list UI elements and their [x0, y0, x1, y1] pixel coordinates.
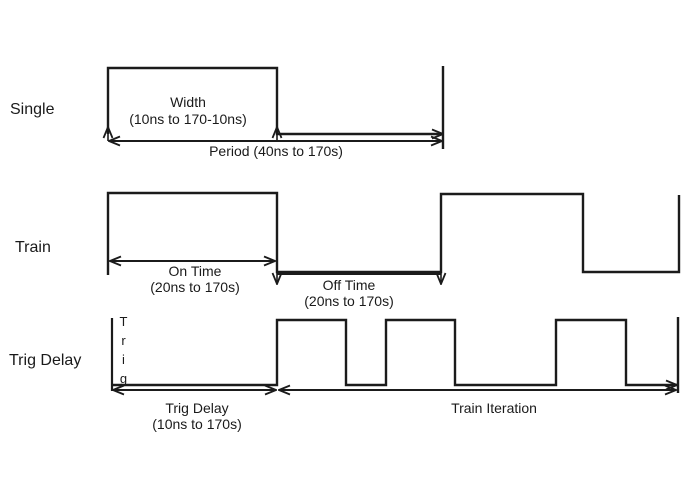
width-annotation: Width (10ns to 170-10ns) — [129, 94, 247, 128]
off-time-annotation-title: Off Time — [322, 277, 376, 293]
on-time-annotation-range: (20ns to 170s) — [150, 279, 240, 295]
off-time-annotation: Off Time (20ns to 170s) — [304, 277, 394, 309]
off-time-annotation-range: (20ns to 170s) — [304, 293, 394, 309]
trig-delay-annotation: Trig Delay (10ns to 170s) — [152, 400, 242, 432]
width-annotation-title: Width — [170, 94, 206, 110]
trig-delay-waveform — [112, 318, 677, 385]
single-pulse-waveform — [106, 66, 443, 134]
trig-delay-annotation-range: (10ns to 170s) — [152, 416, 242, 432]
row-label-single: Single — [10, 101, 55, 118]
train-iteration-annotation: Train Iteration — [451, 400, 537, 416]
row-label-train: Train — [15, 239, 51, 256]
width-annotation-range: (10ns to 170-10ns) — [129, 111, 247, 127]
trig-axis-label: Trig — [116, 314, 131, 390]
period-annotation: Period (40ns to 170s) — [209, 143, 343, 159]
on-time-annotation-title: On Time — [168, 263, 222, 279]
train-waveform — [106, 191, 681, 275]
on-time-annotation: On Time (20ns to 170s) — [150, 263, 240, 295]
row-label-trig-delay: Trig Delay — [9, 352, 82, 369]
trig-delay-annotation-title: Trig Delay — [165, 400, 229, 416]
